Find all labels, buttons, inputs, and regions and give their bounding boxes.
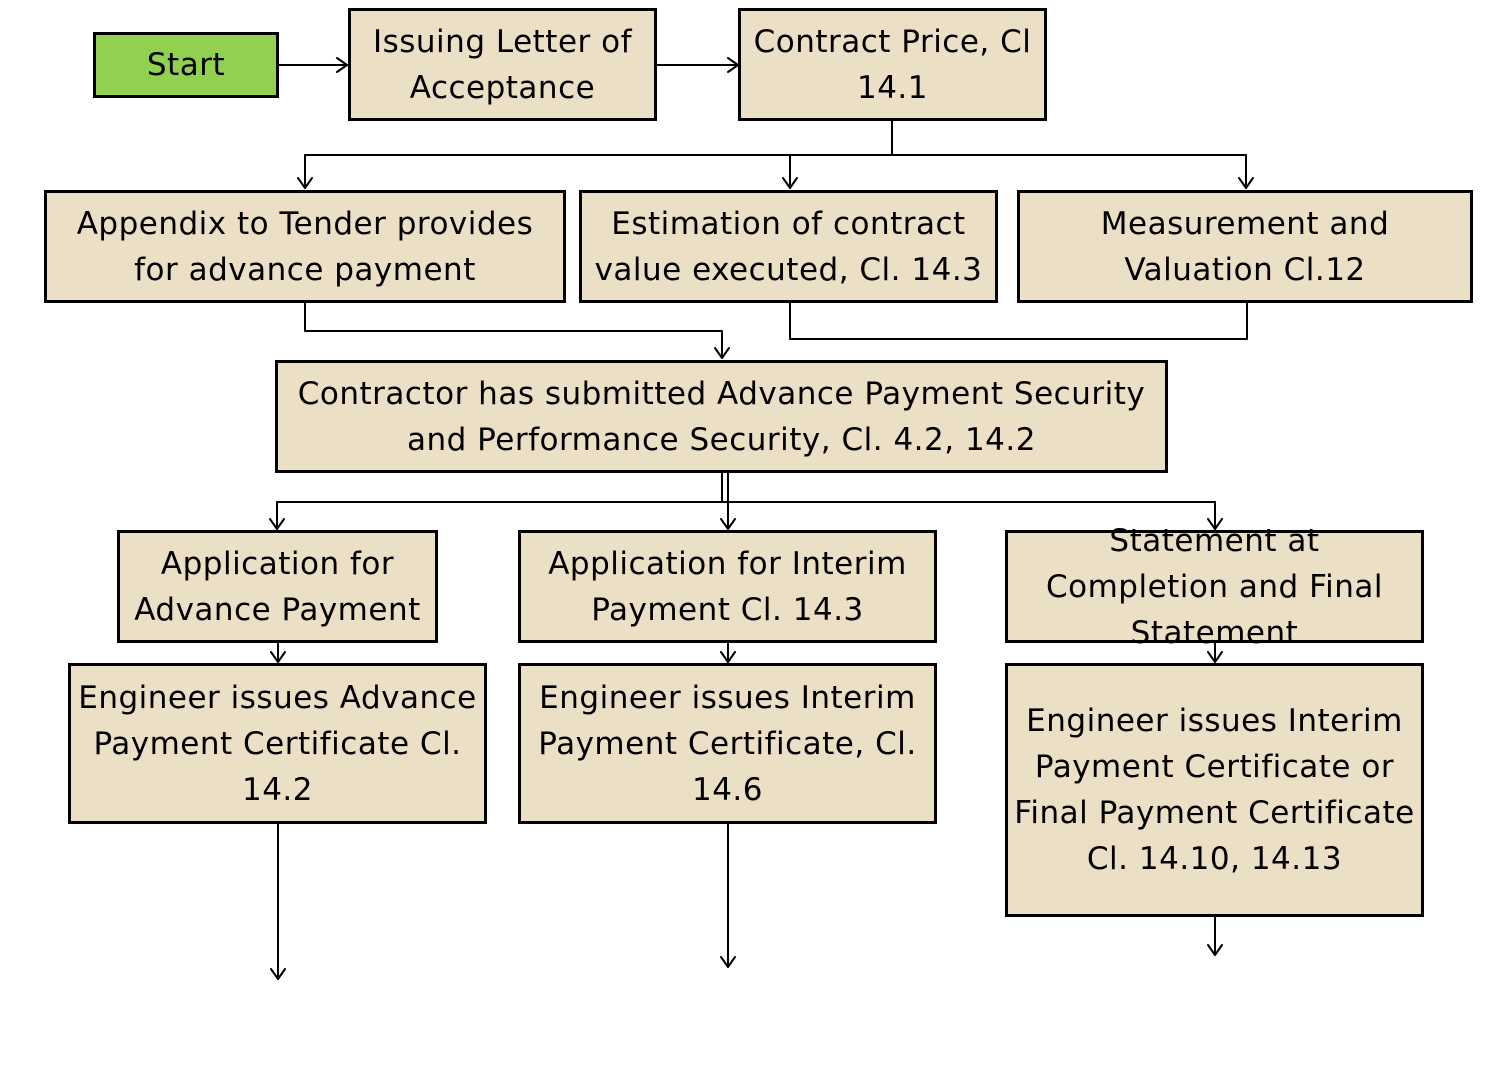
arrowhead (1207, 518, 1223, 530)
appendix-tender-label: Appendix to Tender provides for advance … (76, 205, 534, 288)
certificate-advance-node: Engineer issues Advance Payment Certific… (68, 663, 487, 824)
arrowhead (1238, 177, 1254, 189)
arrowhead (297, 177, 313, 189)
arrowhead (269, 518, 285, 530)
arrowhead (720, 518, 736, 530)
arrowhead (1207, 651, 1223, 663)
application-advance-label: Application for Advance Payment (134, 545, 421, 628)
issuing-letter-label: Issuing Letter of Acceptance (372, 23, 633, 106)
certificate-interim-label: Engineer issues Interim Payment Certific… (538, 679, 917, 808)
arrowhead (270, 651, 286, 663)
arrowhead (714, 347, 730, 359)
start-label: Start (146, 47, 226, 83)
arrowhead (1207, 944, 1223, 956)
application-advance-node: Application for Advance Payment (117, 530, 438, 643)
statement-completion-node: Statement at Completion and Final Statem… (1005, 523, 1424, 651)
measurement-label: Measurement and Valuation Cl.12 (1100, 205, 1390, 288)
edge-estimation-measurement-link (789, 302, 1248, 340)
estimation-node: Estimation of contract value executed, C… (579, 190, 998, 303)
measurement-node: Measurement and Valuation Cl.12 (1017, 190, 1473, 303)
contract-price-node: Contract Price, Cl 14.1 (738, 8, 1047, 121)
contract-price-label: Contract Price, Cl 14.1 (753, 23, 1032, 106)
statement-completion-label: Statement at Completion and Final Statem… (1045, 522, 1384, 651)
certificate-interim-node: Engineer issues Interim Payment Certific… (518, 663, 937, 824)
arrowhead (720, 956, 736, 968)
arrowhead (782, 177, 798, 189)
arrowhead (270, 968, 286, 980)
contractor-security-node: Contractor has submitted Advance Payment… (275, 360, 1168, 473)
contractor-security-label: Contractor has submitted Advance Payment… (297, 375, 1146, 458)
application-interim-node: Application for Interim Payment Cl. 14.3 (518, 530, 937, 643)
appendix-tender-node: Appendix to Tender provides for advance … (44, 190, 566, 303)
certificate-final-node: Engineer issues Interim Payment Certific… (1005, 663, 1424, 917)
certificate-final-label: Engineer issues Interim Payment Certific… (1014, 703, 1415, 877)
arrowhead (720, 651, 736, 663)
start-node: Start (93, 32, 279, 98)
estimation-label: Estimation of contract value executed, C… (594, 205, 983, 288)
edge-appendix-to-security (304, 302, 723, 359)
certificate-advance-label: Engineer issues Advance Payment Certific… (78, 679, 477, 808)
arrowhead (336, 57, 348, 73)
issuing-letter-node: Issuing Letter of Acceptance (348, 8, 657, 121)
application-interim-label: Application for Interim Payment Cl. 14.3 (548, 545, 907, 628)
